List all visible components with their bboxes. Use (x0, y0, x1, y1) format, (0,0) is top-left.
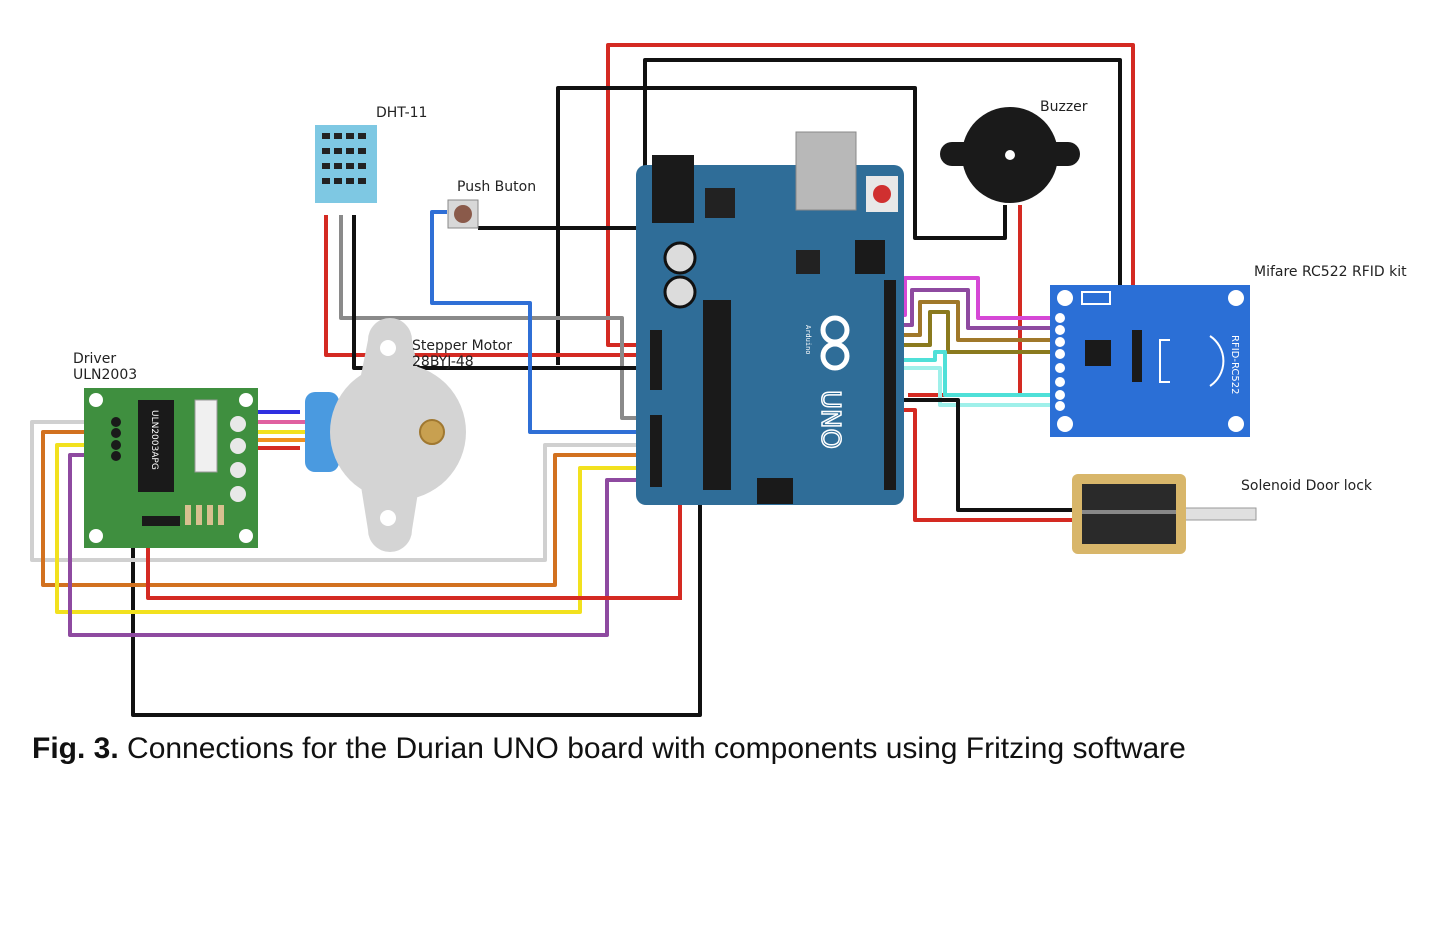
rfid-label: Mifare RC522 RFID kit (1254, 264, 1407, 280)
wire-cyan-rfid-b (895, 366, 1058, 407)
solenoid-door-lock: Solenoid Door lock (1072, 474, 1373, 554)
power-jack (652, 155, 694, 223)
wire-blue-button (430, 210, 648, 434)
wire-black-buzzer-gnd (556, 86, 1007, 365)
power-header (650, 330, 662, 390)
driver-label-line2: ULN2003 (73, 367, 137, 383)
driver-chip (138, 400, 174, 492)
reset-button-cap (873, 185, 891, 203)
rfid-antenna (1159, 335, 1225, 387)
digital-header (884, 280, 896, 490)
wire-black-button (478, 226, 647, 355)
push-button-label: Push Buton (457, 179, 536, 195)
dht11-sensor: DHT-11 (315, 105, 427, 203)
wire-red-solenoid (895, 408, 1075, 522)
caption-prefix: Fig. 3. (32, 732, 119, 765)
rfid-chip (1085, 340, 1111, 366)
icsp-header-top (855, 240, 885, 274)
push-button-cap (454, 205, 472, 223)
caption-text: Connections for the Durian UNO board wit… (118, 732, 1186, 765)
driver-jumper (142, 516, 180, 526)
stepper-body (330, 364, 466, 500)
wire-cyan-rfid-a (895, 350, 1058, 397)
rfid-rc522-module: RFID-RC522 Mifare RC522 RFID kit (1050, 264, 1407, 437)
wire-orange-driver (41, 430, 648, 587)
analog-header (650, 415, 662, 487)
capacitor-1 (663, 241, 697, 275)
buzzer-label: Buzzer (1040, 99, 1088, 115)
rfid-board (1050, 285, 1250, 437)
icsp-header-bottom (757, 478, 793, 504)
capacitor-2 (663, 275, 697, 309)
wire-yellow-driver (55, 443, 648, 614)
driver-connector (194, 399, 218, 473)
usb-port (795, 131, 857, 211)
wire-white-driver (30, 420, 648, 562)
stepper-connector (305, 392, 339, 472)
arduino-infinity-logo (820, 315, 850, 371)
board-brand-label: Arduino (804, 325, 812, 355)
buzzer-center (1005, 150, 1015, 160)
solenoid-rod (1179, 507, 1257, 521)
figure-caption: Fig. 3. Connections for the Durian UNO b… (32, 732, 1432, 766)
wire-purple-driver (68, 453, 648, 637)
arduino-uno-board: Arduino UNO (636, 131, 904, 505)
driver-label-line1: Driver (73, 351, 116, 367)
rfid-chip-label: RFID-RC522 (1229, 335, 1240, 394)
wire-black-solenoid (895, 398, 1075, 512)
wire-purple-rfid (895, 288, 1058, 330)
wire-brown-rfid (895, 300, 1058, 342)
buzzer: Buzzer (940, 99, 1088, 203)
wire-gray-dht (339, 215, 648, 420)
push-button: Push Buton (447, 179, 536, 229)
solenoid-label: Solenoid Door lock (1241, 478, 1373, 494)
dht11-label: DHT-11 (376, 105, 427, 121)
driver-chip-label: ULN2003APG (149, 410, 159, 470)
stepper-label-line1: Stepper Motor (412, 338, 512, 354)
uln2003-driver: ULN2003APG Driver ULN2003 (73, 351, 258, 548)
board-model-label: UNO (815, 390, 845, 449)
stepper-label-line2: 28BYJ-48 (412, 354, 474, 370)
wire-olive-rfid (895, 310, 1058, 354)
wire-black-dht (131, 215, 702, 717)
smd-chip (796, 250, 820, 274)
stepper-shaft (419, 419, 445, 445)
voltage-regulator (705, 188, 735, 218)
atmega-chip (703, 300, 731, 490)
stepper-motor: Stepper Motor 28BYJ-48 (305, 318, 512, 552)
